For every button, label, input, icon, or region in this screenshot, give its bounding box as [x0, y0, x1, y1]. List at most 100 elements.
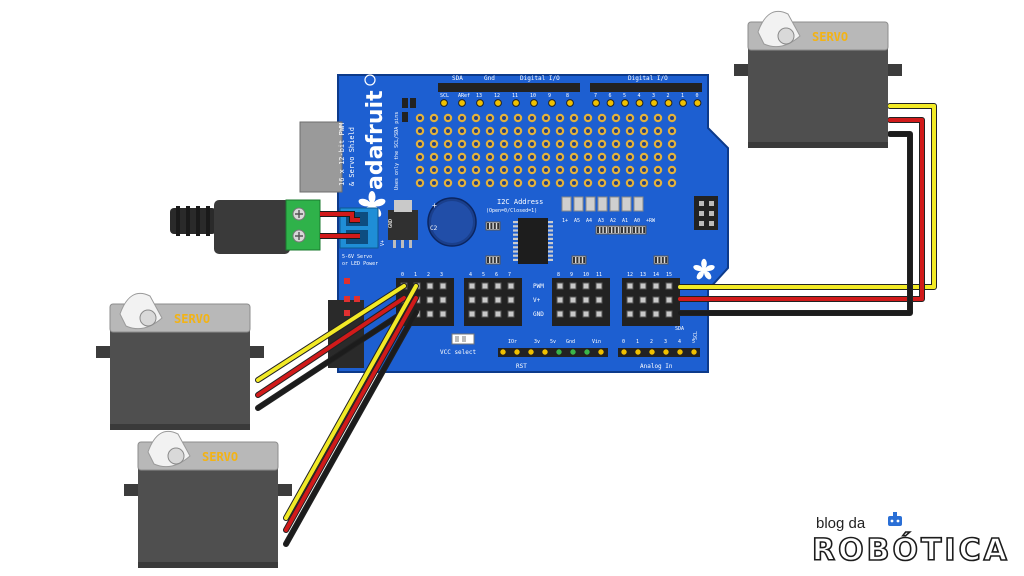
icsp-pin [709, 221, 714, 226]
servo-header-pin [556, 296, 564, 304]
header-pin [583, 348, 591, 356]
servo-header-pin [626, 282, 634, 290]
wire-ground [678, 132, 912, 315]
servo-header-pin [426, 282, 434, 290]
header-pin [527, 348, 535, 356]
servo-header-pin [652, 310, 660, 318]
address-jumper-pad [597, 196, 608, 212]
logo-big-text: ROBÓTICA [812, 531, 1010, 568]
wire-signal [678, 104, 936, 289]
top-pin-label: 3 [652, 93, 655, 99]
channel-number: 0 [401, 272, 404, 278]
address-label: A1 [622, 218, 628, 224]
channel-number: 5 [482, 272, 485, 278]
scl-label: SCL [693, 331, 699, 340]
header-pin [650, 99, 658, 107]
analog-pin-label: 4 [678, 339, 681, 345]
servo-header-pin [665, 296, 673, 304]
channel-number: 3 [440, 272, 443, 278]
top-pin-label: 12 [494, 93, 500, 99]
servo-motors: SERVO SERVO SERVO [96, 10, 902, 568]
servo-motor: SERVO [124, 430, 292, 568]
resistor-array [571, 255, 587, 265]
top-pin-label: 2 [667, 93, 670, 99]
top-pin-label: 1 [681, 93, 684, 99]
address-jumper-pad [621, 196, 632, 212]
header-pin [458, 99, 466, 107]
top-header-right [590, 83, 702, 92]
address-jumper-pad [585, 196, 596, 212]
servo-header-pin [569, 296, 577, 304]
led [354, 296, 360, 302]
header-pin [499, 348, 507, 356]
servo-header-pin [439, 310, 447, 318]
header-pin [513, 348, 521, 356]
address-label: A0 [634, 218, 640, 224]
vcc-select-label: VCC select [440, 349, 477, 356]
analog-pin-label: 3 [664, 339, 667, 345]
icsp-pin [699, 201, 704, 206]
servo-motor: SERVO [96, 292, 264, 430]
servo-header-pin [481, 310, 489, 318]
servo-header-pin [652, 282, 660, 290]
servo-header-pin [665, 310, 673, 318]
header-pin [648, 348, 656, 356]
channel-number: 4 [469, 272, 472, 278]
logo-small-text: blog da [816, 515, 866, 532]
servo-header-pin [468, 296, 476, 304]
icsp-pin [699, 211, 704, 216]
top-label-digital-1: Digital I/O [520, 75, 560, 82]
led [344, 278, 350, 284]
power-pin-label: 5v [550, 339, 556, 345]
sda-label: SDA [675, 326, 684, 332]
channel-number: 7 [508, 272, 511, 278]
servo-header-pin [665, 282, 673, 290]
channel-number: 1 [414, 272, 417, 278]
resistor-array [653, 255, 669, 265]
servo-motor: SERVO [734, 10, 902, 148]
dc-adapter-body [214, 200, 290, 254]
prototype-area [415, 113, 677, 188]
wire-ground [284, 310, 418, 546]
voltage-regulator [388, 210, 418, 240]
servo-header-pin [426, 296, 434, 304]
servo-header-pin [481, 282, 489, 290]
top-pin-label: ARef [458, 93, 470, 99]
servo-label: SERVO [174, 312, 210, 326]
servo-header-pin [556, 310, 564, 318]
channel-number: 9 [570, 272, 573, 278]
header-pin [512, 99, 520, 107]
top-pin-label: 10 [530, 93, 536, 99]
i2c-title: I2C Address [497, 198, 543, 206]
power-caption-1: 5-6V Servo [342, 254, 372, 260]
header-pin [566, 99, 574, 107]
wire-power [284, 296, 418, 532]
header-pin [634, 348, 642, 356]
servo-header-pin [582, 296, 590, 304]
servo-horn [147, 430, 191, 468]
channel-number: 8 [557, 272, 560, 278]
analog-pin-label: 1 [636, 339, 639, 345]
header-pin [664, 99, 673, 107]
servo-header-pin [494, 282, 502, 290]
servo-wires [255, 103, 937, 547]
row-label-gnd: GND [533, 311, 544, 318]
channel-number: 13 [640, 272, 646, 278]
top-label-gnd: Gnd [484, 75, 495, 82]
cap-plus: + [432, 201, 437, 210]
dc-plug [170, 208, 216, 234]
address-label: A4 [586, 218, 592, 224]
top-label-digital-2: Digital I/O [628, 75, 668, 82]
top-pin-label: 7 [594, 93, 597, 99]
power-vplus-label: V+ [380, 240, 386, 246]
header-pin [548, 99, 556, 107]
analog-pin-label: 2 [650, 339, 653, 345]
channel-number: 15 [666, 272, 672, 278]
top-header-left [438, 83, 580, 92]
power-caption-2: or LED Power [342, 261, 378, 267]
header-pin [606, 99, 615, 107]
analog-pin-label: 5 [692, 339, 695, 345]
servo-header-pin [626, 310, 634, 318]
servo-header-pin [595, 282, 603, 290]
